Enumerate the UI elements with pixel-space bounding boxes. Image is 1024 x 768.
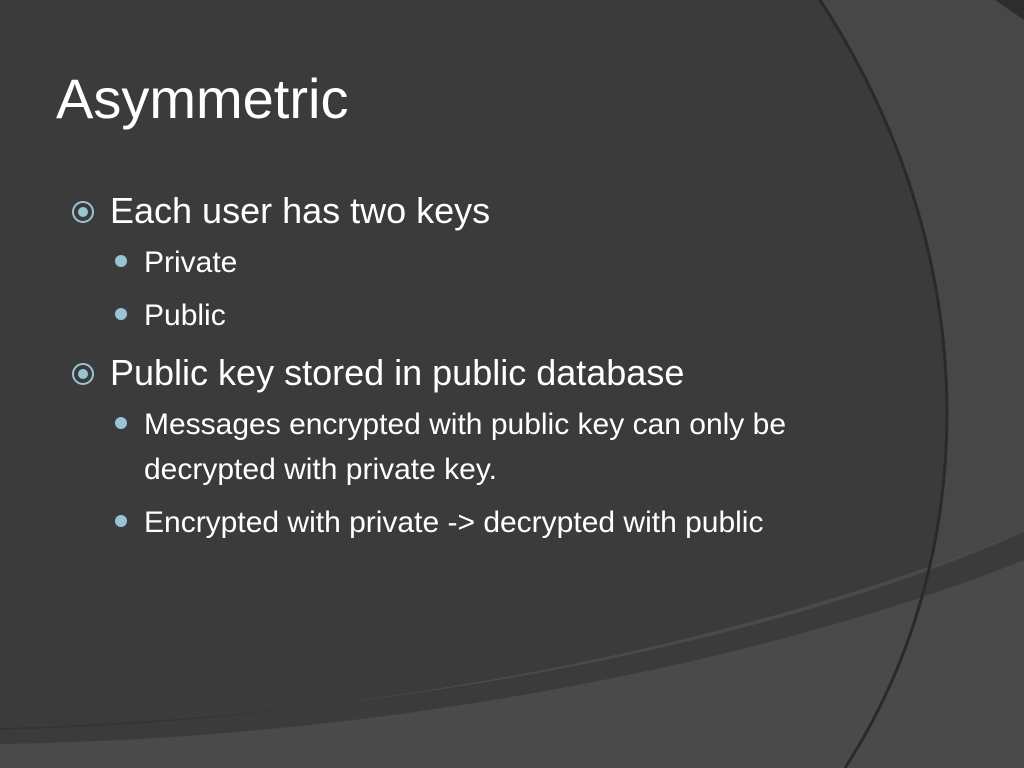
bullet-public-key-stored: Public key stored in public database: [68, 348, 828, 398]
dot-bullet-icon: [115, 308, 127, 320]
dot-bullet-icon: [115, 515, 127, 527]
bullet-each-user: Each user has two keys: [68, 186, 828, 236]
sub-bullet-text: Private: [144, 246, 238, 279]
bullet-text: Public key stored in public database: [110, 352, 685, 393]
sub-bullet-messages-encrypted: Messages encrypted with public key can o…: [68, 402, 828, 492]
sub-bullet-text: Public: [144, 299, 226, 332]
target-bullet-icon: [72, 363, 94, 385]
sub-bullet-encrypted-private: Encrypted with private -> decrypted with…: [68, 500, 828, 545]
sub-bullet-text: Messages encrypted with public key can o…: [144, 408, 787, 486]
dot-bullet-icon: [115, 255, 127, 267]
slide-content: Each user has two keys Private Public Pu…: [68, 186, 828, 553]
dot-bullet-icon: [115, 417, 127, 429]
bullet-text: Each user has two keys: [110, 190, 491, 231]
sub-bullet-text: Encrypted with private -> decrypted with…: [144, 506, 764, 539]
target-bullet-icon: [72, 201, 94, 223]
slide-title: Asymmetric: [56, 67, 349, 130]
sub-bullet-public: Public: [68, 293, 828, 338]
sub-bullet-private: Private: [68, 240, 828, 285]
